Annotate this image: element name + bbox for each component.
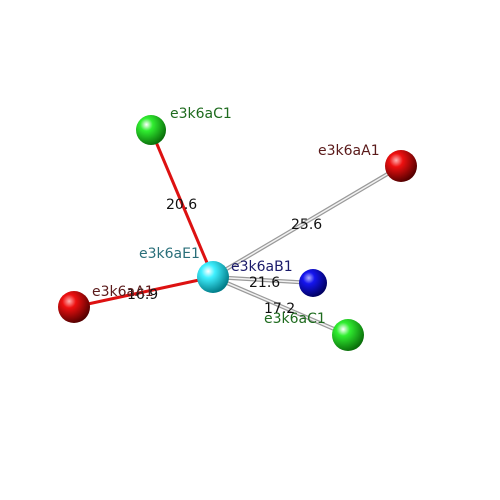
atom-e3k6aC1-top[interactable] [136,115,166,145]
label-e3k6aA1-right: e3k6aA1 [318,143,380,159]
edge-e1-a1-right [211,164,403,279]
label-e3k6aA1-left: e3k6aA1 [92,284,154,300]
edge-e1-a1-left [73,275,214,309]
distance-label-c1-bottom: 17.2 [264,301,295,317]
atom-e3k6aA1-left[interactable] [58,291,90,323]
label-e3k6aC1-top: e3k6aC1 [170,106,232,122]
distance-label-b1: 21.6 [249,275,280,291]
distance-labels: 20.6 25.6 21.6 17.2 16.9 [127,197,322,317]
edge-e1-c1-top [149,129,215,278]
label-e3k6aC1-bottom: e3k6aC1 [264,311,326,327]
distance-label-a1-right: 25.6 [291,217,322,233]
atom-labels: e3k6aC1 e3k6aA1 e3k6aE1 e3k6aB1 e3k6aC1 … [92,106,380,327]
label-e3k6aB1: e3k6aB1 [231,259,293,275]
edge-e1-c1-bottom [212,275,349,337]
atom-e3k6aE1[interactable] [197,261,229,293]
edge-e1-b1 [212,275,314,285]
atoms-layer [58,115,417,351]
atom-e3k6aA1-right[interactable] [385,150,417,182]
atom-e3k6aB1[interactable] [299,269,327,297]
edges-layer [73,129,403,337]
distance-label-c1-top: 20.6 [166,197,197,213]
atom-e3k6aC1-bottom[interactable] [332,319,364,351]
distance-label-a1-left: 16.9 [127,287,158,303]
label-e3k6aE1: e3k6aE1 [139,246,200,262]
